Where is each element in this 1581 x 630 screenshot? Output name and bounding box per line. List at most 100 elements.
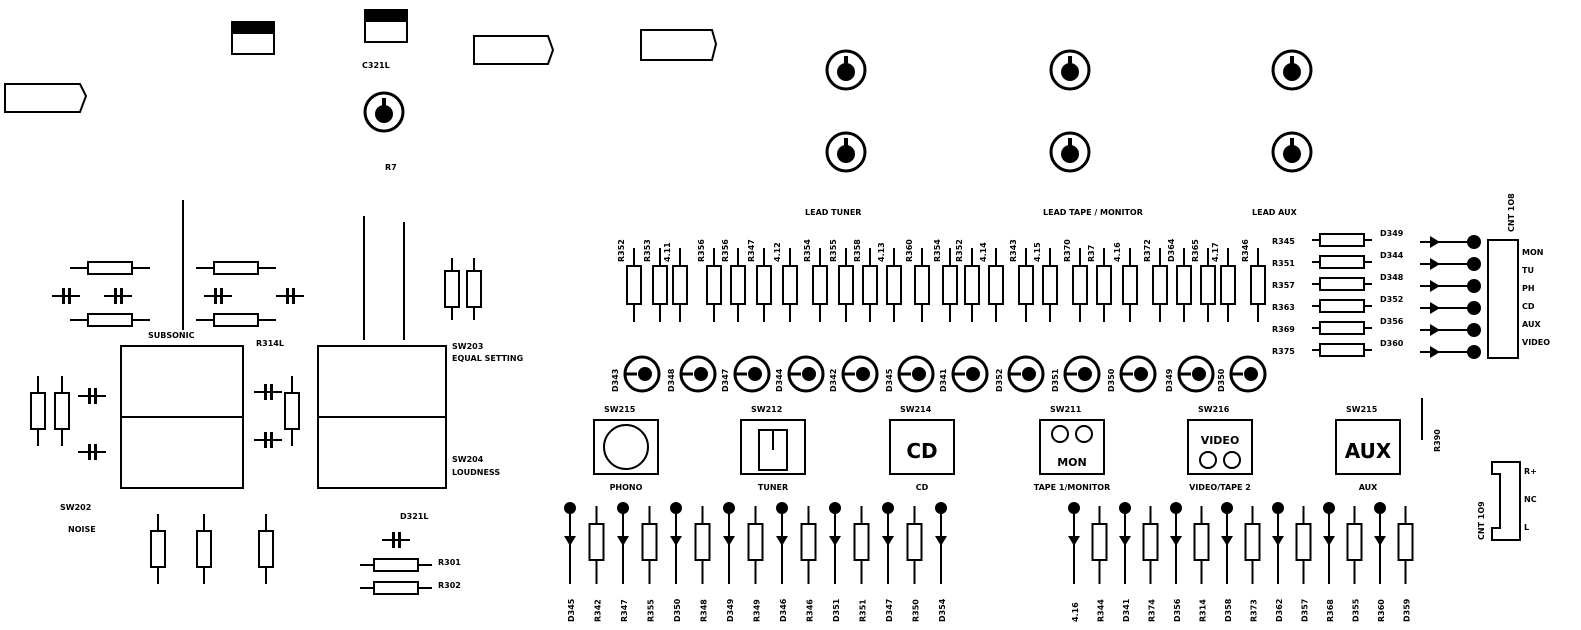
pin-label: MON	[1522, 248, 1543, 257]
switch-ref: SW216	[1198, 405, 1230, 414]
switch-caption: VIDEO/TAPE 2	[1189, 483, 1251, 492]
component-ref: R344	[1097, 599, 1106, 622]
led: D343	[611, 355, 661, 393]
component-ref: 4.16	[1071, 602, 1080, 622]
led: D344	[775, 355, 825, 393]
resistor: R347	[747, 239, 772, 322]
d321l-label: D321L	[400, 512, 428, 521]
resistor: R360	[905, 239, 930, 322]
led-ref: D347	[721, 369, 730, 392]
led-ref: D350	[1217, 368, 1226, 392]
resistor: R353	[643, 239, 668, 322]
switch-ref: SW211	[1050, 405, 1082, 414]
capacitor	[254, 384, 282, 400]
resistor: R352	[617, 239, 642, 322]
bottom-component: R314	[1193, 506, 1210, 622]
diode-ref: D356	[1380, 317, 1404, 326]
cnt108-label: CNT 1O8	[1507, 193, 1516, 232]
resistor	[70, 313, 150, 327]
component-ref: R360	[1377, 599, 1386, 622]
lead-aux-label: LEAD AUX	[1252, 208, 1298, 217]
pin-label: R+	[1524, 467, 1537, 476]
resistor-ref: R363	[1272, 303, 1295, 312]
r301-label: R301	[438, 558, 461, 567]
resistor-ref: R357	[1272, 281, 1295, 290]
bottom-component: R346	[800, 506, 817, 622]
lead-tuner-label: LEAD TUNER	[805, 208, 861, 217]
resistor-ref: 4.11	[663, 242, 672, 262]
switch-face-label: CD	[906, 439, 937, 463]
bottom-component: D354	[935, 502, 947, 622]
resistor-ref: R372	[1143, 239, 1152, 262]
component-ref: D359	[1403, 598, 1412, 622]
pot-knob	[825, 49, 867, 91]
sw204-ref: SW204	[452, 455, 484, 464]
potentiometer-knobs	[363, 49, 1313, 173]
resistor: R354	[933, 239, 958, 322]
pot-knob	[363, 91, 405, 133]
component-ref: D358	[1224, 598, 1233, 622]
component-ref: R368	[1326, 599, 1335, 622]
resistor	[30, 376, 46, 446]
component-ref: D362	[1275, 599, 1284, 622]
capacitor	[204, 288, 232, 304]
led-ref: D350	[1107, 368, 1116, 392]
resistor-ref: R354	[803, 239, 812, 262]
bottom-component: R348	[694, 506, 711, 622]
pin-label: TU	[1522, 266, 1534, 275]
component-ref: D350	[673, 598, 682, 622]
led: D349	[1165, 355, 1215, 393]
switch-caption: PHONO	[610, 483, 643, 492]
bottom-component: R344	[1091, 506, 1108, 622]
resistor-ref: R347	[747, 239, 756, 262]
capacitor	[276, 288, 304, 304]
led: D350	[1107, 355, 1157, 393]
component-ref: D357	[1301, 599, 1310, 622]
resistor: 4.13	[877, 242, 902, 322]
switch-face-label: VIDEO	[1201, 434, 1240, 447]
resistor	[466, 258, 482, 320]
component-ref: D347	[885, 599, 894, 622]
component-ref: R351	[859, 599, 868, 622]
bottom-component: R350	[906, 506, 923, 622]
pot-knob	[825, 131, 867, 173]
resistor: R372	[1143, 239, 1168, 322]
bottom-component: R347	[617, 502, 629, 622]
capacitor	[78, 388, 106, 404]
resistor: R346	[1241, 239, 1266, 322]
resistor	[444, 258, 460, 320]
diode-ref: D349	[1380, 229, 1404, 238]
resistor: R356	[721, 239, 746, 322]
pot-knob	[1049, 49, 1091, 91]
component-ref: R342	[594, 599, 603, 622]
led-ref: D345	[885, 368, 894, 392]
bottom-component: D362	[1272, 502, 1284, 622]
bottom-component: D357	[1295, 506, 1312, 622]
diode-ref: D348	[1380, 273, 1404, 282]
switch-caption: TUNER	[758, 483, 788, 492]
component-ref: D355	[1352, 598, 1361, 622]
component-ref: R348	[700, 599, 709, 622]
sw203-ref: SW203	[452, 342, 483, 351]
component-ref: D345	[567, 598, 576, 622]
resistor: 4.11	[663, 242, 688, 322]
resistor-ref: R358	[853, 239, 862, 262]
led-ref: D351	[1051, 368, 1060, 392]
sw202-ref: SW202	[60, 503, 91, 512]
resistor: R356	[697, 239, 722, 322]
pin-label: AUX	[1522, 320, 1541, 329]
resistor: R365	[1191, 239, 1216, 322]
resistor-ref: R351	[1272, 259, 1295, 268]
r302-label: R302	[438, 581, 461, 590]
resistor: R343	[1009, 239, 1034, 322]
